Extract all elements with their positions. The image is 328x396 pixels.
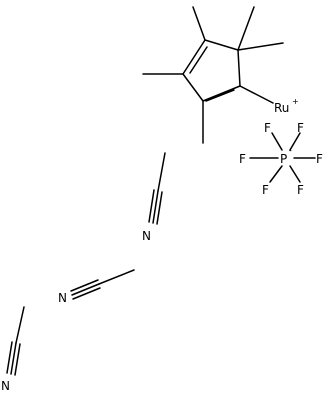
fluorine-atom: F <box>297 183 304 197</box>
triple-bond <box>70 279 99 292</box>
nitrogen-symbol: N <box>142 229 151 243</box>
pf-bond <box>289 132 301 151</box>
pentamethyl-cyclopentadiene-ring <box>182 39 241 102</box>
ring-double-bond <box>189 46 208 74</box>
methyl-groups <box>142 6 284 144</box>
hexafluorophosphate-anion: P - F F F F F F <box>239 121 323 197</box>
ring-double-bond <box>205 89 235 102</box>
ruthenium-atom: Ru + <box>239 85 299 115</box>
fluorine-atom: F <box>262 183 269 197</box>
methyl-bond <box>157 152 166 192</box>
fluorine-atom: F <box>239 152 246 166</box>
acetonitrile-molecule: N <box>1 306 25 393</box>
methyl-bond <box>237 42 284 51</box>
nitrogen-symbol: N <box>58 291 67 305</box>
ring-bond <box>204 39 239 51</box>
nitrogen-symbol: N <box>1 379 10 393</box>
triple-bond <box>14 343 21 376</box>
triple-bond <box>148 189 155 223</box>
pf-bond <box>289 165 301 183</box>
methyl-bond <box>192 6 206 41</box>
ring-bond <box>182 73 204 102</box>
methyl-bond <box>98 269 135 285</box>
pf-bond <box>271 132 283 151</box>
fluorine-atom: F <box>297 121 304 135</box>
triple-bond <box>6 341 13 374</box>
triple-bond <box>152 190 159 224</box>
methyl-bond <box>237 6 255 51</box>
triple-bond <box>10 342 17 375</box>
fluorine-atom: F <box>264 121 271 135</box>
p-charge: - <box>289 146 292 155</box>
p-symbol: P <box>280 152 287 166</box>
triple-bond <box>71 283 100 296</box>
ring-bond <box>237 49 241 87</box>
ru-charge: + <box>292 97 299 106</box>
acetonitrile-molecule: N <box>58 269 135 305</box>
ru-bond <box>239 85 274 104</box>
pf-bond <box>269 165 283 183</box>
acetonitrile-molecule: N <box>142 152 166 243</box>
ring-bond <box>182 39 206 75</box>
ru-symbol: Ru <box>274 101 289 115</box>
ring-bond <box>202 85 241 102</box>
triple-bond <box>156 191 163 225</box>
triple-bond <box>72 287 101 300</box>
fluorine-atom: F <box>316 152 323 166</box>
methyl-bond <box>15 306 25 344</box>
